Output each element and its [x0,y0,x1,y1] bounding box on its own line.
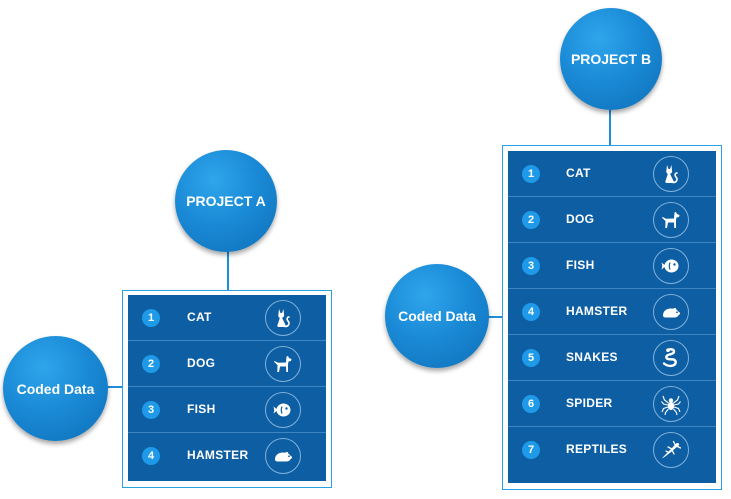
item-label: HAMSTER [187,448,249,462]
item-label: CAT [566,166,591,180]
lizard-icon [653,432,689,468]
list-item: 5 SNAKES [508,335,716,381]
list-item: 4 HAMSTER [508,289,716,335]
item-label: DOG [187,356,216,370]
item-label: SNAKES [566,350,618,364]
project-a-title: PROJECT A [175,150,277,252]
item-label: DOG [566,212,595,226]
item-label: CAT [187,310,212,324]
list-item: 1 CAT [508,151,716,197]
item-label: REPTILES [566,442,628,456]
cat-icon [265,300,301,336]
list-item: 3 FISH [508,243,716,289]
item-number-badge: 5 [522,349,540,367]
list-item: 2 DOG [508,197,716,243]
hamster-icon [653,294,689,330]
project-a-list: 1 CAT 2 DOG 3 FISH 4 HAMSTER [128,295,326,481]
item-number-badge: 7 [522,441,540,459]
dog-icon [653,202,689,238]
dog-icon [265,346,301,382]
list-item: 7 REPTILES [508,427,716,473]
list-item: 2 DOG [128,341,326,387]
item-number-badge: 1 [522,165,540,183]
list-item: 6 SPIDER [508,381,716,427]
item-label: FISH [566,258,595,272]
project-a-connector [227,238,229,292]
project-a-coded-data: Coded Data [3,336,108,441]
item-number-badge: 1 [142,309,160,327]
item-number-badge: 3 [522,257,540,275]
fish-icon [265,392,301,428]
hamster-icon [265,438,301,474]
project-b-coded-data: Coded Data [385,264,489,368]
item-number-badge: 2 [142,355,160,373]
project-b-connector [609,105,611,146]
item-label: HAMSTER [566,304,628,318]
item-label: FISH [187,402,216,416]
list-item: 3 FISH [128,387,326,433]
fish-icon [653,248,689,284]
item-number-badge: 3 [142,401,160,419]
snake-icon [653,340,689,376]
cat-icon [653,156,689,192]
project-b-title: PROJECT B [560,8,662,110]
spider-icon [653,386,689,422]
project-a-side-connector [100,386,124,388]
item-number-badge: 4 [522,303,540,321]
project-b-side-connector [478,316,504,318]
item-number-badge: 4 [142,447,160,465]
project-b-list: 1 CAT 2 DOG 3 FISH 4 HAMSTER 5 SNAKES 6 SPIDER 7 REPT… [508,151,716,483]
item-number-badge: 2 [522,211,540,229]
list-item: 1 CAT [128,295,326,341]
item-number-badge: 6 [522,395,540,413]
item-label: SPIDER [566,396,613,410]
list-item: 4 HAMSTER [128,433,326,479]
